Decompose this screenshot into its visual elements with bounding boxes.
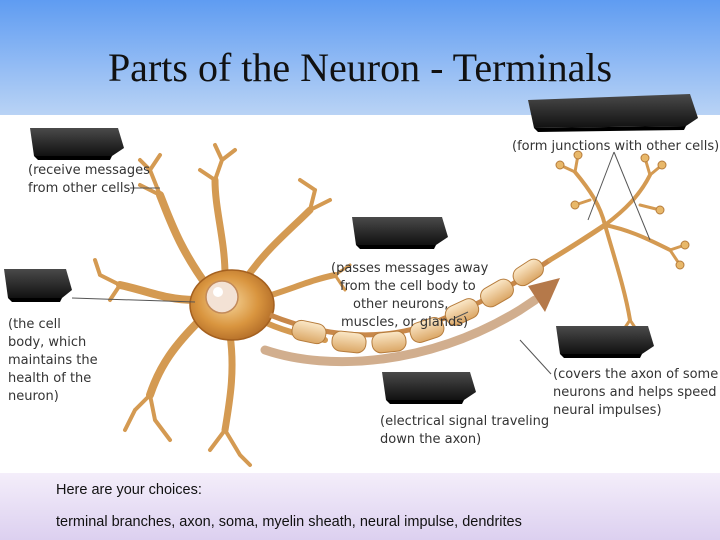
- impulse-arrow: [260, 295, 540, 367]
- answer-box-dendrites[interactable]: [30, 128, 124, 160]
- choices-panel: [0, 473, 720, 540]
- leader-lines: [71, 151, 651, 375]
- nucleus: [205, 280, 239, 314]
- slide-title: Parts of the Neuron - Terminals: [107, 45, 613, 90]
- label-terminals-desc: (form junctions with other cells): [512, 139, 719, 154]
- myelin-sheath: [291, 258, 544, 354]
- answer-box-impulse[interactable]: [382, 372, 476, 404]
- answer-box-axon[interactable]: [352, 217, 448, 249]
- impulse-arrowhead: [528, 278, 560, 312]
- choices-list: terminal branches, axon, soma, myelin sh…: [56, 514, 522, 530]
- label-impulse-desc: (electrical signal traveling down the ax…: [380, 414, 553, 447]
- label-myelin-desc: (covers the axon of some neurons and hel…: [553, 367, 720, 418]
- answer-box-soma[interactable]: [4, 269, 72, 302]
- label-dendrites-desc: (receive messages from other cells): [28, 163, 154, 196]
- title-band: [0, 0, 720, 115]
- answer-box-terminals[interactable]: [528, 94, 698, 132]
- choices-intro: Here are your choices:: [56, 482, 202, 498]
- terminal-branches: [547, 153, 687, 340]
- label-soma-desc: (the cell body, which maintains the heal…: [8, 317, 102, 404]
- answer-box-myelin[interactable]: [556, 326, 654, 358]
- nucleolus: [213, 287, 223, 297]
- label-axon-desc: (passes messages away from the cell body…: [331, 261, 492, 330]
